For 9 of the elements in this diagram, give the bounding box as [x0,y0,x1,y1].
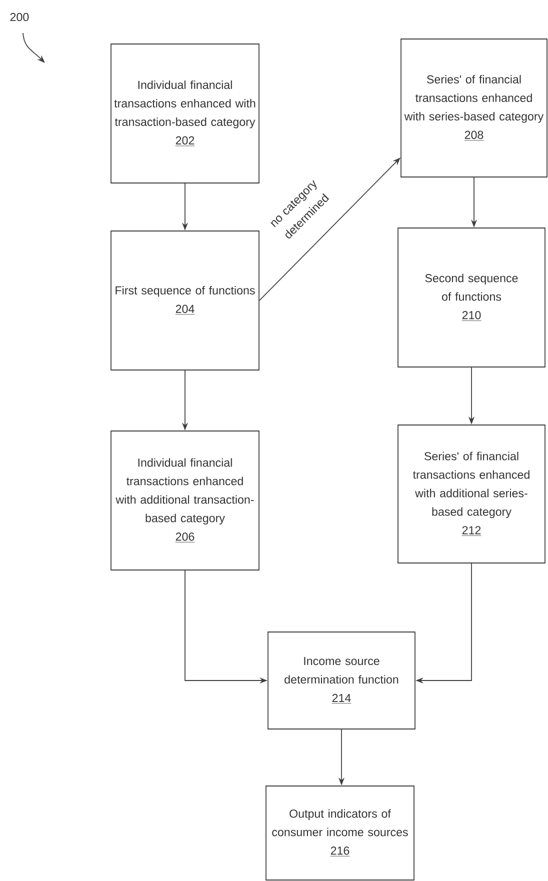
process-box: Second sequence of functions 210 [398,228,546,368]
figure-number: 200 [10,12,29,22]
process-box: Series' of financial transactions enhanced with series-based category 208 [400,38,548,178]
process-box: Individual financial transactions enhanced with additional transaction-based category 206 [110,430,260,570]
process-box: First sequence of functions 204 [110,230,260,370]
process-box: Income source determination function 214 [268,632,416,730]
process-box: Individual financial transactions enhanced with transaction-based category 202 [110,44,260,184]
process-box: Output indicators of consumer income sources 216 [266,786,414,880]
process-box: Series' of financial transactions enhanced with additional series-based category 212 [398,424,546,564]
